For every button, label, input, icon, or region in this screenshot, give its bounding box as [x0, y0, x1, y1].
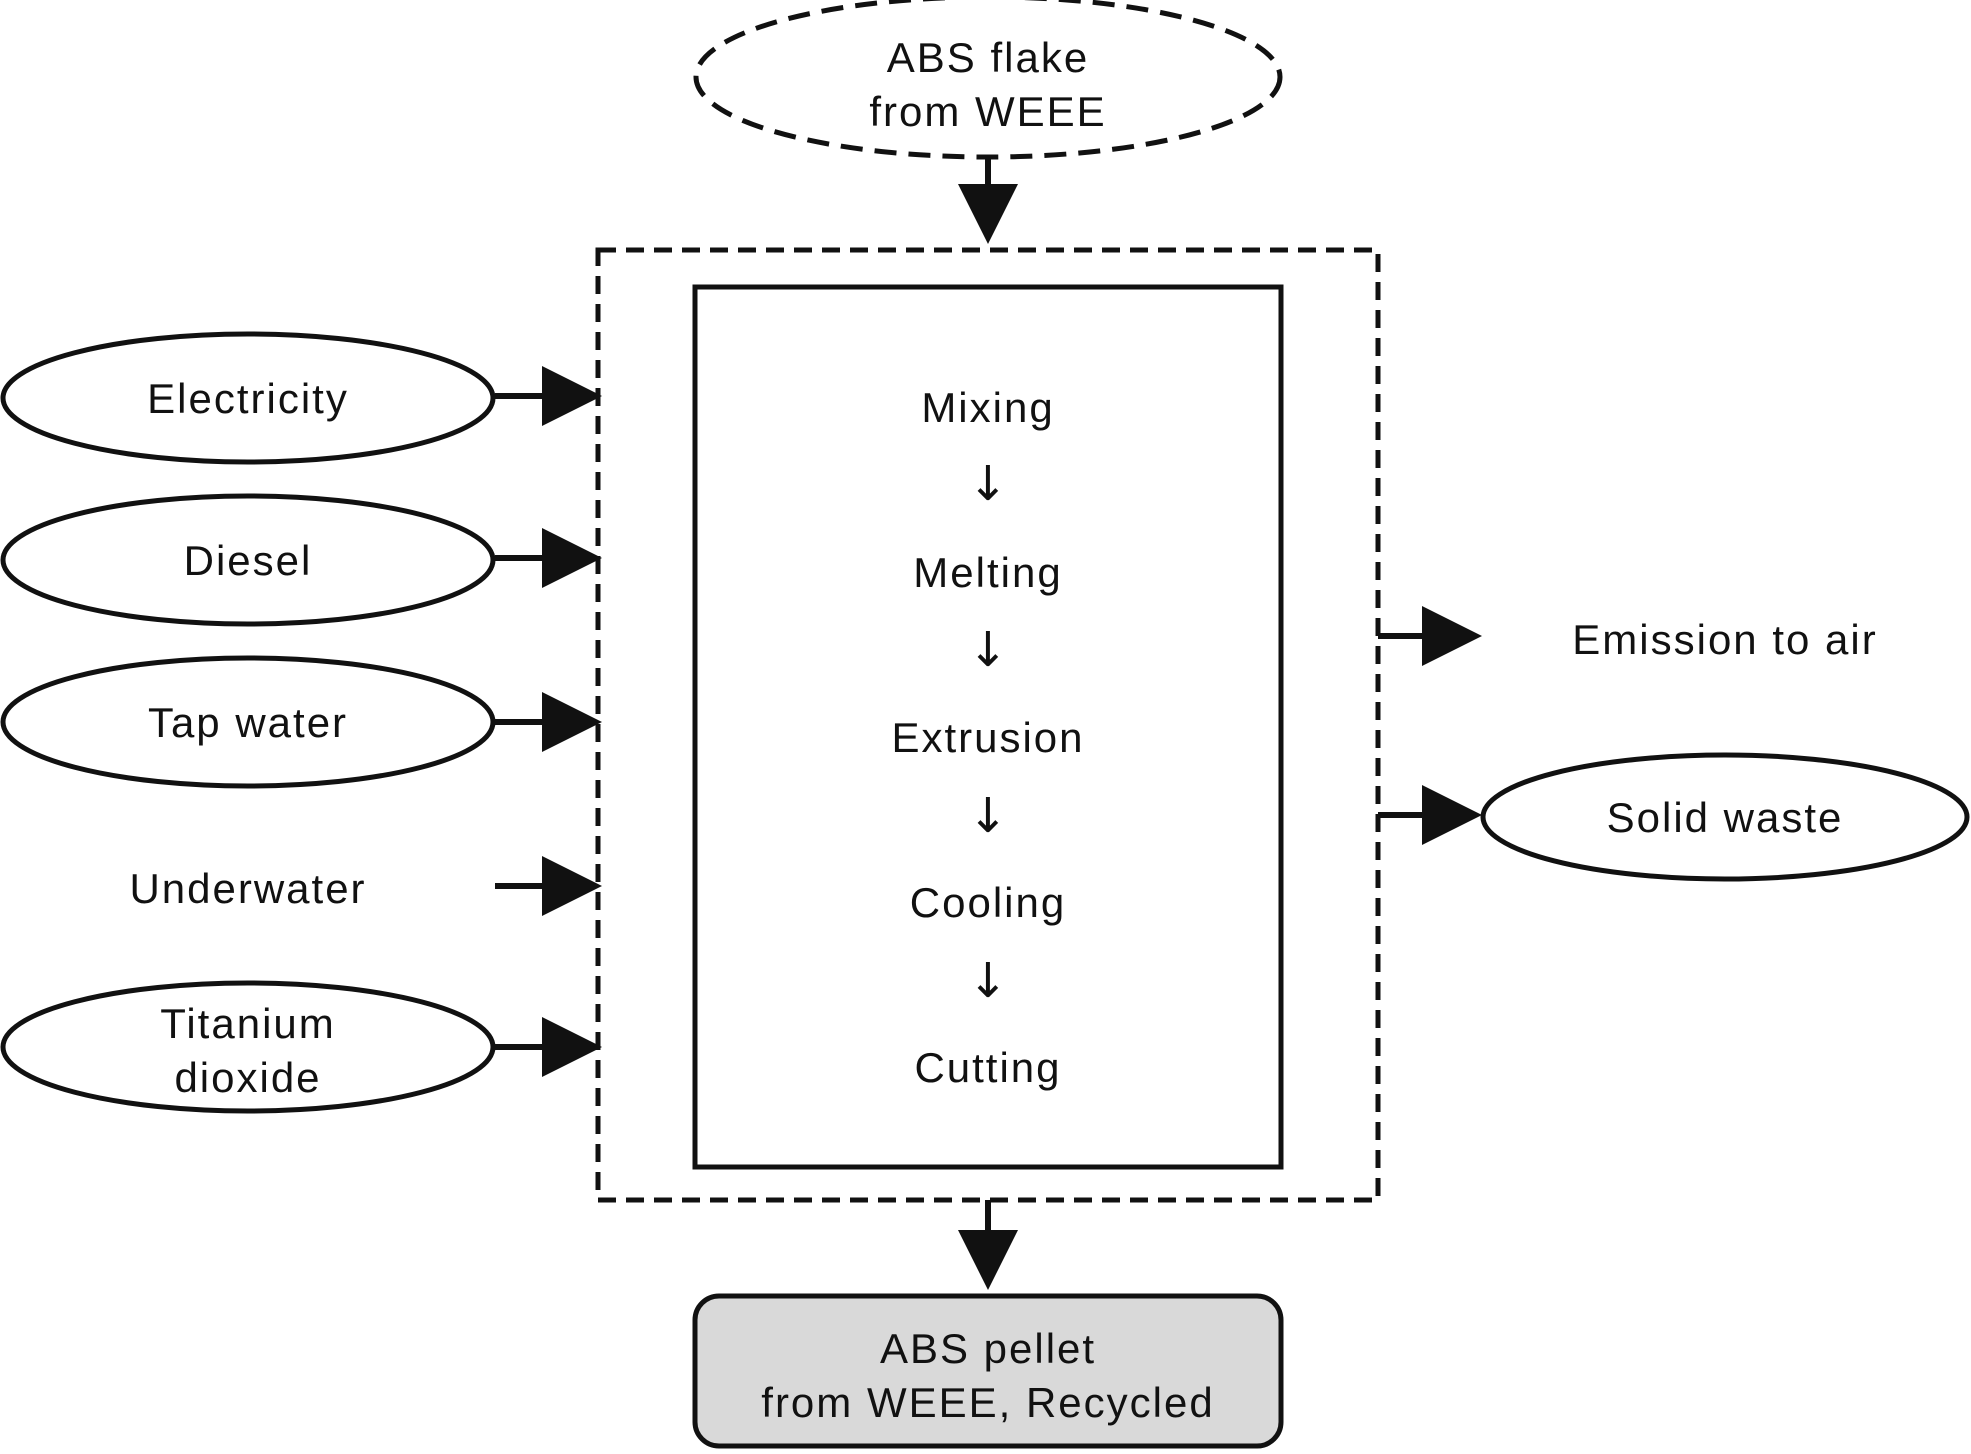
diesel-ellipse [0, 493, 496, 627]
electricity-label: Electricity [147, 375, 349, 422]
input-electricity: Electricity [0, 331, 602, 465]
tap-water-label: Tap water [148, 699, 348, 746]
step-cooling: Cooling [910, 879, 1066, 926]
step-arrow-2: ↓ [968, 622, 1008, 678]
output-solid-waste: Solid waste [1378, 752, 1970, 882]
abs-flake-ellipse [693, 0, 1283, 160]
abs-pellet-label-line2: from WEEE, Recycled [761, 1379, 1214, 1426]
abs-pellet-box [692, 1293, 1284, 1449]
step-arrow-1: ↓ [968, 456, 1008, 512]
input-titanium-dioxide: Titanium dioxide [0, 980, 602, 1114]
tap-water-ellipse [0, 655, 496, 789]
step-arrow-4: ↓ [968, 953, 1008, 1009]
emission-label: Emission to air [1572, 616, 1877, 663]
output-emission: Emission to air [1378, 606, 1877, 666]
abs-flake-label-line1: ABS flake [887, 34, 1089, 81]
titanium-dioxide-label-line2: dioxide [174, 1054, 321, 1101]
underwater-label: Underwater [129, 865, 366, 912]
diesel-label: Diesel [184, 537, 313, 584]
process-box [692, 284, 1284, 1170]
titanium-dioxide-label-line1: Titanium [160, 1000, 336, 1047]
abs-flake-label-line2: from WEEE [869, 88, 1106, 135]
step-extrusion: Extrusion [891, 714, 1084, 761]
step-cutting: Cutting [914, 1044, 1061, 1091]
electricity-ellipse [0, 331, 496, 465]
step-mixing: Mixing [921, 384, 1054, 431]
step-melting: Melting [913, 549, 1062, 596]
input-underwater: Underwater [129, 856, 602, 916]
solid-waste-label: Solid waste [1607, 794, 1844, 841]
abs-pellet-label-line1: ABS pellet [880, 1325, 1096, 1372]
step-arrow-3: ↓ [968, 788, 1008, 844]
abs-flake-input: ABS flake from WEEE [693, 0, 1283, 160]
input-diesel: Diesel [0, 493, 602, 627]
abs-pellet-product: ABS pellet from WEEE, Recycled [692, 1293, 1284, 1449]
process-steps: Mixing ↓ Melting ↓ Extrusion ↓ Cooling ↓… [891, 384, 1084, 1091]
solid-waste-ellipse [1480, 752, 1970, 882]
titanium-dioxide-ellipse [0, 980, 496, 1114]
input-tap-water: Tap water [0, 655, 602, 789]
